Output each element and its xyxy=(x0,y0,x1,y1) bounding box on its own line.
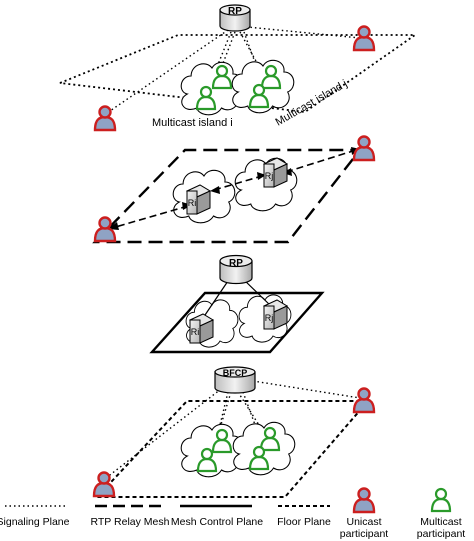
signaling-plane: RP Multicast island i Multicast island j xyxy=(59,4,418,132)
unicast-participant-icon xyxy=(352,25,376,52)
relay-mesh-plane: Ri Rj xyxy=(92,135,376,244)
legend-floor-label: Floor Plane xyxy=(277,516,331,528)
multicast-island-j xyxy=(231,59,295,114)
bfcp-server-icon: BFCP xyxy=(214,366,256,394)
legend-relay-mesh-label: RTP Relay Mesh xyxy=(91,516,170,528)
unicast-participant-icon xyxy=(93,216,117,243)
legend-multicast-label-line1: Multicast xyxy=(420,516,462,528)
relay-ri-label: Ri xyxy=(191,327,200,337)
relay-rj-label: Rj xyxy=(265,313,274,323)
relay-rj-label: Rj xyxy=(265,171,274,181)
rp-server-label: RP xyxy=(228,6,242,17)
unicast-participant-icon xyxy=(352,135,376,162)
multicast-participant-icon xyxy=(430,487,452,513)
legend: Signaling Plane RTP Relay Mesh Mesh Cont… xyxy=(0,487,466,540)
legend-signaling-label: Signaling Plane xyxy=(0,516,70,528)
relay-ri-icon: Ri xyxy=(188,313,215,344)
legend-multicast-label-line2: participant xyxy=(417,528,466,540)
legend-unicast-label-line1: Unicast xyxy=(346,516,381,528)
rp-server-icon: RP xyxy=(219,4,251,32)
bfcp-server-label: BFCP xyxy=(223,368,248,378)
relay-ri-icon: Ri xyxy=(185,184,212,215)
legend-mesh-control-label: Mesh Control Plane xyxy=(171,516,263,528)
relay-rj-icon: Rj xyxy=(262,299,289,330)
unicast-participant-icon xyxy=(92,471,116,498)
relay-ri-label: Ri xyxy=(188,198,197,208)
rp-server-label: RP xyxy=(229,258,243,269)
unicast-participant-icon xyxy=(352,487,376,514)
relay-rj-icon: Rj xyxy=(262,157,289,188)
island-i-label: Multicast island i xyxy=(152,117,233,129)
unicast-participant-icon xyxy=(352,387,376,414)
floor-plane: BFCP xyxy=(92,366,376,498)
legend-unicast-label-line2: participant xyxy=(340,528,389,540)
rp-server-icon: RP xyxy=(219,254,253,285)
mesh-control-plane: RP Ri Rj xyxy=(149,254,325,354)
